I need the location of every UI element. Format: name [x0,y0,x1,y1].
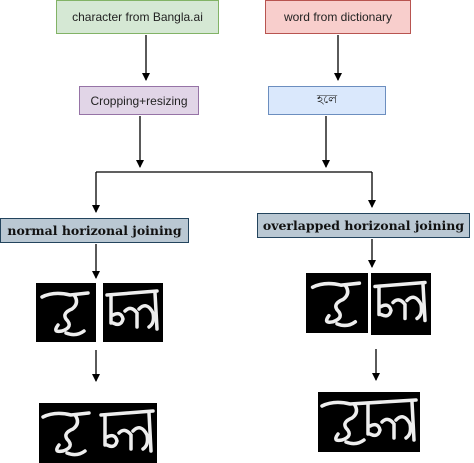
overlapped-joining-node: overlapped horizonal joining [257,213,470,238]
normal-joining-node: normal horizonal joining [0,218,189,243]
joined-word-image-normal [39,403,157,463]
cropping-label: Cropping+resizing [90,93,188,108]
joined-word-image-overlapped [318,392,420,452]
handwritten-char-image-ho-overlap [306,273,368,333]
bangla-source-label: character from Bangla.ai [72,10,203,24]
dictionary-word-node: হলে [268,86,386,115]
normal-joining-label: normal horizonal joining [7,223,182,238]
dictionary-source-label: word from dictionary [283,10,393,24]
overlapped-joining-label: overlapped horizonal joining [262,218,465,233]
dictionary-source-node: word from dictionary [265,0,411,34]
bangla-source-node: character from Bangla.ai [56,0,219,34]
handwritten-char-image-le [103,283,163,342]
handwritten-char-image-ho [36,283,96,342]
dictionary-word-label: হলে [316,91,338,106]
handwritten-char-image-le-overlap [371,273,431,335]
cropping-node: Cropping+resizing [79,86,199,115]
